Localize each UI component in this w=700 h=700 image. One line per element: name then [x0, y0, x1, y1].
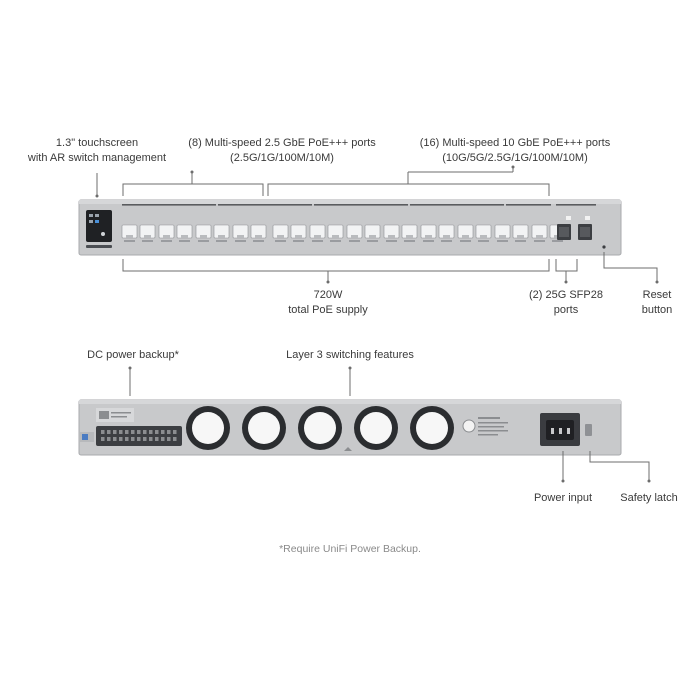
- fan: [186, 406, 230, 450]
- layer3-label: Layer 3 switching features: [270, 348, 430, 363]
- rj45-port: [232, 224, 249, 242]
- ports-25g-label: (8) Multi-speed 2.5 GbE PoE+++ ports (2.…: [171, 136, 393, 166]
- dc-pin: [137, 430, 141, 434]
- dc-pin: [155, 430, 159, 434]
- rj45-port: [438, 224, 455, 242]
- rj45-port: [346, 224, 363, 242]
- layer3-label-text: Layer 3 switching features: [286, 349, 414, 361]
- dc-pin: [161, 437, 165, 441]
- fan-group: [186, 406, 454, 450]
- unifi-logo-icon: [462, 419, 476, 433]
- front-callout-lines: [96, 167, 658, 282]
- dc-pin: [143, 437, 147, 441]
- ports-10g-label: (16) Multi-speed 10 GbE PoE+++ ports (10…: [400, 136, 630, 166]
- rj45-port: [250, 224, 267, 242]
- reset-button-label: Reset button: [627, 288, 687, 318]
- rj45-port: [401, 224, 418, 242]
- dc-pin: [155, 437, 159, 441]
- rj45-port: [327, 224, 344, 242]
- safety-latch-part: [585, 424, 592, 436]
- fan: [242, 406, 286, 450]
- touchscreen-display: [86, 210, 112, 242]
- ports-25g-label-line1: (8) Multi-speed 2.5 GbE PoE+++ ports: [188, 137, 376, 149]
- rj45-port: [494, 224, 511, 242]
- front-port-group: [121, 224, 566, 242]
- rj45-port: [158, 224, 175, 242]
- sfp-ports-label: (2) 25G SFP28 ports: [516, 288, 616, 318]
- poe-supply-label: 720W total PoE supply: [268, 288, 388, 318]
- footnote: *Require UniFi Power Backup.: [279, 543, 421, 555]
- reset-hole: [602, 245, 606, 249]
- dc-pin: [167, 437, 171, 441]
- rj45-port: [457, 224, 474, 242]
- dc-pin: [113, 430, 117, 434]
- dc-backup-connector: [96, 426, 182, 446]
- rj45-port: [309, 224, 326, 242]
- rj45-port: [364, 224, 381, 242]
- dc-pin: [101, 430, 105, 434]
- poe-supply-label-line2: total PoE supply: [288, 304, 368, 316]
- safety-latch-label: Safety latch: [604, 491, 694, 506]
- touchscreen-label: 1.3" touchscreen with AR switch manageme…: [0, 136, 194, 166]
- rj45-port: [121, 224, 138, 242]
- rj45-port: [195, 224, 212, 242]
- rj45-port: [139, 224, 156, 242]
- ports-25g-label-line2: (2.5G/1G/100M/10M): [230, 152, 334, 164]
- rj45-port: [512, 224, 529, 242]
- sfp-ports-label-line2: ports: [553, 304, 579, 316]
- dc-pin: [131, 430, 135, 434]
- rj45-port: [531, 224, 548, 242]
- power-input-label: Power input: [523, 491, 603, 506]
- dc-pin: [173, 437, 177, 441]
- sfp-ports-label-line1: (2) 25G SFP28: [529, 289, 603, 301]
- dc-pin: [167, 430, 171, 434]
- front-callout-dots: [95, 165, 659, 284]
- poe-supply-label-line1: 720W: [313, 289, 343, 301]
- rj45-port: [475, 224, 492, 242]
- rj45-port: [290, 224, 307, 242]
- fan: [410, 406, 454, 450]
- fan: [354, 406, 398, 450]
- safety-latch-label-text: Safety latch: [620, 492, 678, 504]
- dc-pin: [137, 437, 141, 441]
- dc-pin: [149, 430, 153, 434]
- unifi-logo-mark: [86, 245, 112, 248]
- dc-backup-label-text: DC power backup*: [87, 349, 179, 361]
- rear-callout-dots: [128, 366, 651, 483]
- dc-pin: [107, 437, 111, 441]
- dc-pin: [119, 437, 123, 441]
- touchscreen-label-line2: with AR switch management: [27, 152, 167, 164]
- reset-button-label-line1: Reset: [642, 289, 672, 301]
- fan: [298, 406, 342, 450]
- dc-pin: [149, 437, 153, 441]
- power-input-label-text: Power input: [533, 492, 593, 504]
- dc-pin: [125, 437, 129, 441]
- dc-pin: [101, 437, 105, 441]
- touchscreen-label-line1: 1.3" touchscreen: [55, 137, 139, 149]
- rj45-port: [213, 224, 230, 242]
- ports-10g-label-line2: (10G/5G/2.5G/1G/100M/10M): [442, 152, 588, 164]
- dc-pin: [125, 430, 129, 434]
- rj45-port: [176, 224, 193, 242]
- dc-pin: [107, 430, 111, 434]
- dc-pin: [143, 430, 147, 434]
- dc-pin: [131, 437, 135, 441]
- dc-backup-label: DC power backup*: [78, 348, 188, 363]
- dc-pin: [173, 430, 177, 434]
- rear-panel: [78, 399, 622, 456]
- rj45-port: [420, 224, 437, 242]
- rj45-port: [383, 224, 400, 242]
- rear-callout-lines: [129, 368, 650, 481]
- dc-pin: [161, 430, 165, 434]
- front-panel: [78, 199, 622, 256]
- dc-pin: [119, 430, 123, 434]
- rj45-port: [272, 224, 289, 242]
- dc-pin: [113, 437, 117, 441]
- reset-button-label-line2: button: [641, 304, 673, 316]
- ports-10g-label-line1: (16) Multi-speed 10 GbE PoE+++ ports: [419, 137, 611, 149]
